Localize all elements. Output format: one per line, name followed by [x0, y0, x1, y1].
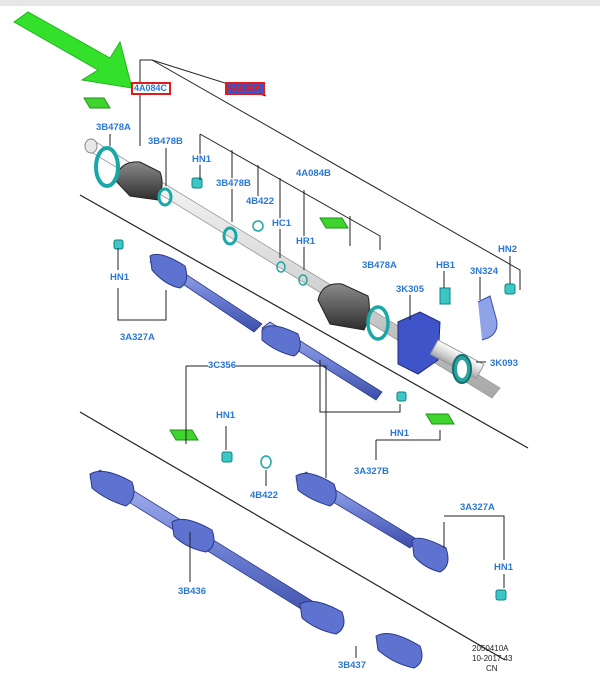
- part-label-3c356[interactable]: 3C356: [208, 360, 236, 371]
- divider-line-top: [79, 194, 529, 449]
- callout-4a084c-label: 4A084C: [134, 83, 168, 93]
- part-label-3b478a[interactable]: 3B478A: [362, 260, 397, 271]
- callout-4a084a-label: 4A084A: [228, 83, 262, 93]
- part-label-3a327b[interactable]: 3A327B: [354, 466, 389, 477]
- part-label-3a327a[interactable]: 3A327A: [460, 502, 495, 513]
- diagram-reference-block: 2050410A 10-2017 43 CN: [472, 644, 572, 674]
- diagram-number: 2050410A: [472, 644, 509, 653]
- lower-shaft-assembly: [89, 469, 423, 669]
- callout-4a084c-box[interactable]: 4A084C: [131, 82, 171, 95]
- top-strip: [0, 0, 600, 6]
- part-label-3b437[interactable]: 3B437: [338, 660, 366, 671]
- part-label-3a327a[interactable]: 3A327A: [120, 332, 155, 343]
- part-label-hb1[interactable]: HB1: [436, 260, 456, 271]
- part-label-4a084b[interactable]: 4A084B: [296, 168, 331, 179]
- part-label-3b478b[interactable]: 3B478B: [216, 178, 251, 189]
- part-label-3b478a[interactable]: 3B478A: [96, 122, 131, 133]
- part-label-3n324[interactable]: 3N324: [470, 266, 498, 277]
- middle-shaft-assembly: [113, 239, 507, 601]
- pointer-arrow-icon: [13, 11, 133, 89]
- part-label-4b422[interactable]: 4B422: [250, 490, 278, 501]
- part-label-hn1[interactable]: HN1: [494, 562, 514, 573]
- diagram-date: 10-2017 43: [472, 654, 513, 663]
- part-label-3k305[interactable]: 3K305: [396, 284, 424, 295]
- callout-4a084a-box[interactable]: 4A084A: [225, 82, 265, 95]
- part-label-hc1[interactable]: HC1: [272, 218, 292, 229]
- part-label-3b478b[interactable]: 3B478B: [148, 136, 183, 147]
- part-label-hn1[interactable]: HN1: [216, 410, 236, 421]
- diagram-region: CN: [486, 664, 498, 673]
- upper-shaft-assembly: [83, 97, 516, 399]
- part-label-3b436[interactable]: 3B436: [178, 586, 206, 597]
- part-label-hn1[interactable]: HN1: [110, 272, 130, 283]
- part-label-hr1[interactable]: HR1: [296, 236, 316, 247]
- part-label-hn1[interactable]: HN1: [192, 154, 212, 165]
- part-label-4b422[interactable]: 4B422: [246, 196, 274, 207]
- divider-line-bottom: [79, 411, 506, 661]
- part-label-hn2[interactable]: HN2: [498, 244, 518, 255]
- part-label-hn1[interactable]: HN1: [390, 428, 410, 439]
- part-label-3k093[interactable]: 3K093: [490, 358, 518, 369]
